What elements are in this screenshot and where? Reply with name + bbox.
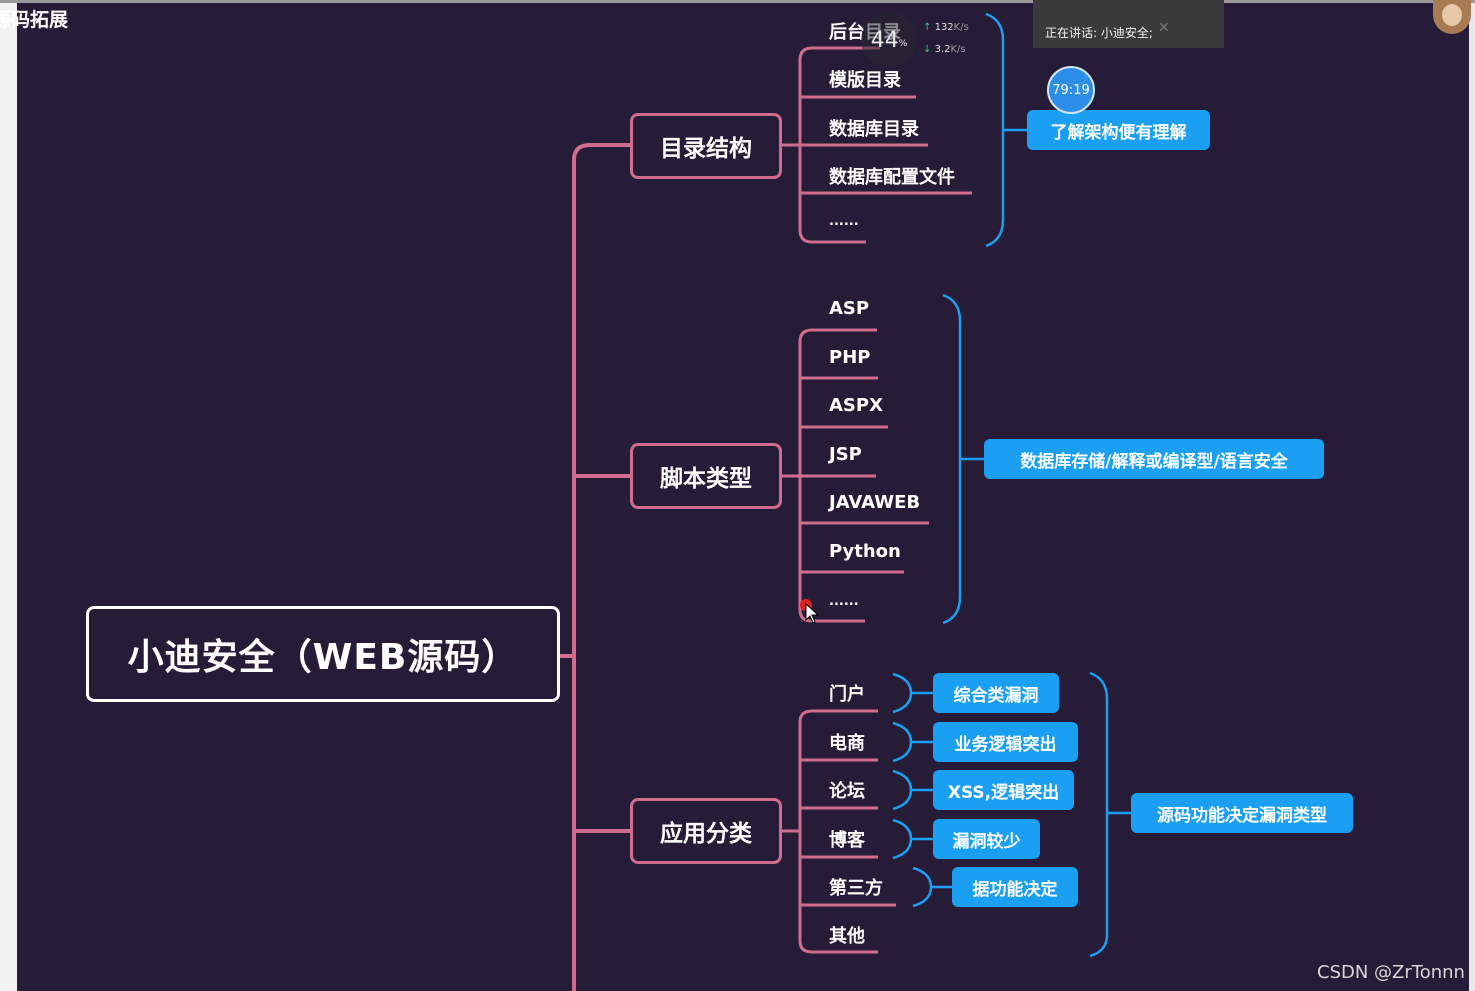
speaking-indicator: 正在讲话: 小迪安全; ✕: [1033, 0, 1224, 48]
branch-directory-structure[interactable]: 目录结构: [630, 113, 782, 179]
avatar[interactable]: [1433, 0, 1471, 34]
leaf-jsp[interactable]: JSP: [829, 444, 862, 465]
leaf-more-2[interactable]: ......: [829, 594, 859, 609]
download-arrow-icon: ↓: [923, 44, 932, 55]
leaf-aspx[interactable]: ASPX: [829, 395, 883, 416]
leaf-more-1[interactable]: ......: [829, 214, 859, 229]
summary-script-types[interactable]: 数据库存储/解释或编译型/语言安全: [984, 439, 1324, 479]
note-forum[interactable]: XSS,逻辑突出: [933, 770, 1074, 810]
download-speed: ↓ 3.2K/s: [923, 44, 966, 55]
note-blog[interactable]: 漏洞较少: [933, 819, 1040, 859]
leaf-database-dir[interactable]: 数据库目录: [829, 119, 919, 140]
note-ecommerce[interactable]: 业务逻辑突出: [933, 722, 1078, 762]
leaf-forum[interactable]: 论坛: [829, 781, 865, 802]
watermark: CSDN @ZrTonnn: [1317, 962, 1465, 983]
leaf-template-dir[interactable]: 模版目录: [829, 70, 901, 91]
avatar-face: [1442, 4, 1462, 26]
leaf-ecommerce[interactable]: 电商: [829, 733, 865, 754]
timer-badge[interactable]: 79:19: [1047, 66, 1095, 114]
leaf-database-config[interactable]: 数据库配置文件: [829, 167, 955, 188]
right-scrollbar[interactable]: [1469, 0, 1475, 991]
leaf-blog[interactable]: 博客: [829, 830, 865, 851]
upload-value: 132: [934, 22, 954, 33]
download-unit: K/s: [950, 44, 966, 55]
top-border: [0, 0, 1475, 3]
upload-speed: ↑ 132K/s: [923, 22, 969, 33]
leaf-python[interactable]: Python: [829, 541, 901, 562]
left-window-edge: [0, 0, 17, 991]
leaf-portal[interactable]: 门户: [829, 684, 865, 705]
leaf-asp[interactable]: ASP: [829, 298, 870, 319]
mouse-cursor-icon: [800, 599, 820, 624]
root-node[interactable]: 小迪安全（WEB源码）: [86, 606, 560, 702]
upload-unit: K/s: [953, 22, 969, 33]
download-value: 3.2: [934, 44, 951, 55]
speaking-label: 正在讲话: 小迪安全;: [1045, 26, 1153, 40]
header-title: 源码拓展: [0, 9, 69, 31]
leaf-javaweb[interactable]: JAVAWEB: [829, 492, 921, 513]
note-portal[interactable]: 综合类漏洞: [933, 673, 1059, 713]
upload-arrow-icon: ↑: [923, 22, 932, 33]
gauge-value: 44: [870, 27, 899, 53]
sound-wave-icon: ✕: [1158, 20, 1170, 36]
note-third-party[interactable]: 据功能决定: [952, 867, 1078, 907]
leaf-other[interactable]: 其他: [829, 926, 865, 947]
leaf-php[interactable]: PHP: [829, 347, 871, 368]
gauge-unit: %: [898, 39, 908, 49]
network-speed-widget[interactable]: 44% ↑ 132K/s ↓ 3.2K/s: [861, 12, 979, 68]
cpu-gauge: 44%: [861, 12, 917, 68]
summary-architecture[interactable]: 了解架构便有理解: [1027, 110, 1210, 150]
leaf-third-party[interactable]: 第三方: [829, 878, 883, 899]
summary-app-categories[interactable]: 源码功能决定漏洞类型: [1131, 793, 1353, 833]
branch-app-categories[interactable]: 应用分类: [630, 798, 782, 864]
branch-script-types[interactable]: 脚本类型: [630, 443, 782, 509]
